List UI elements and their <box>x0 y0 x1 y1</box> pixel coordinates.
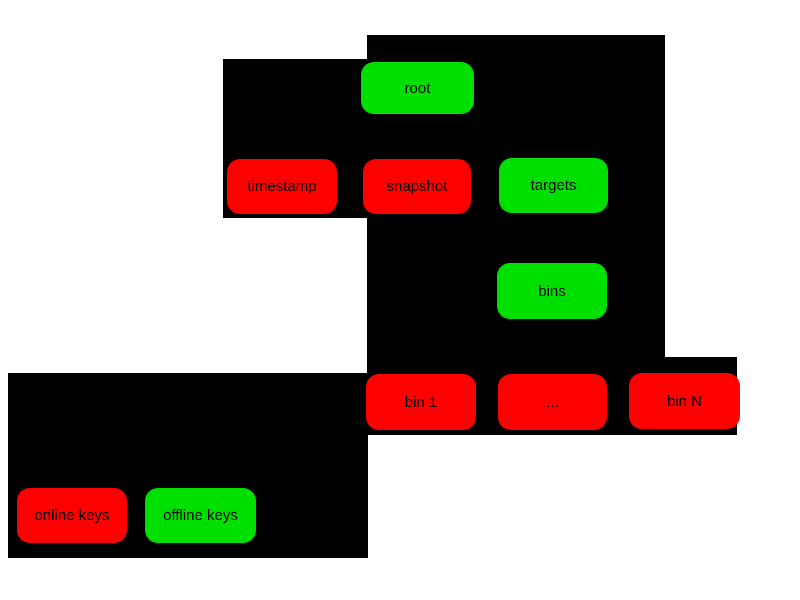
legend-offline-keys: offline keys <box>145 488 256 543</box>
node-root: root <box>361 62 474 114</box>
node-snapshot: snapshot <box>363 159 471 214</box>
node-bin-1: bin 1 <box>366 374 476 430</box>
legend-online-keys: online keys <box>17 488 127 543</box>
node-bin-n: bin N <box>629 373 740 429</box>
node-targets: targets <box>499 158 608 213</box>
node-bin-ellipsis: ... <box>498 374 607 430</box>
node-timestamp: timestamp <box>227 159 337 214</box>
node-bins: bins <box>497 263 607 319</box>
